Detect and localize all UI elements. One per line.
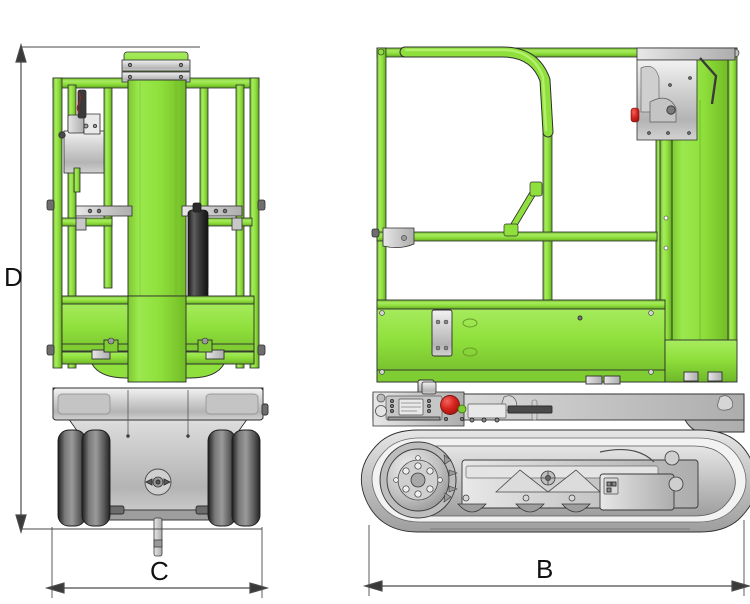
emergency-stop-button (440, 395, 460, 415)
front-stabiliser-pin (153, 517, 163, 557)
drive-sprocket (379, 441, 458, 519)
front-view-group (46, 51, 269, 557)
dimension-label-C: C (150, 556, 169, 586)
side-mast-red-knob (630, 107, 640, 123)
front-mid-beams (75, 205, 243, 231)
front-platform-deck (61, 295, 255, 383)
dimension-C (44, 527, 270, 598)
side-view-group (360, 46, 750, 533)
side-track-assembly (360, 429, 750, 533)
dimension-lines (15, 42, 750, 598)
side-gate-latch (371, 227, 415, 248)
dimension-label-B: B (536, 554, 554, 584)
dimension-label-D: D (4, 262, 23, 292)
front-mast-head (121, 51, 191, 83)
front-dual-wheels (57, 429, 261, 527)
dimension-D (15, 42, 262, 535)
side-control-panel (372, 381, 467, 427)
dimension-B (362, 520, 750, 596)
side-platform-deck (376, 299, 738, 385)
side-mast-bracket (630, 47, 736, 141)
front-control-box (58, 89, 105, 193)
